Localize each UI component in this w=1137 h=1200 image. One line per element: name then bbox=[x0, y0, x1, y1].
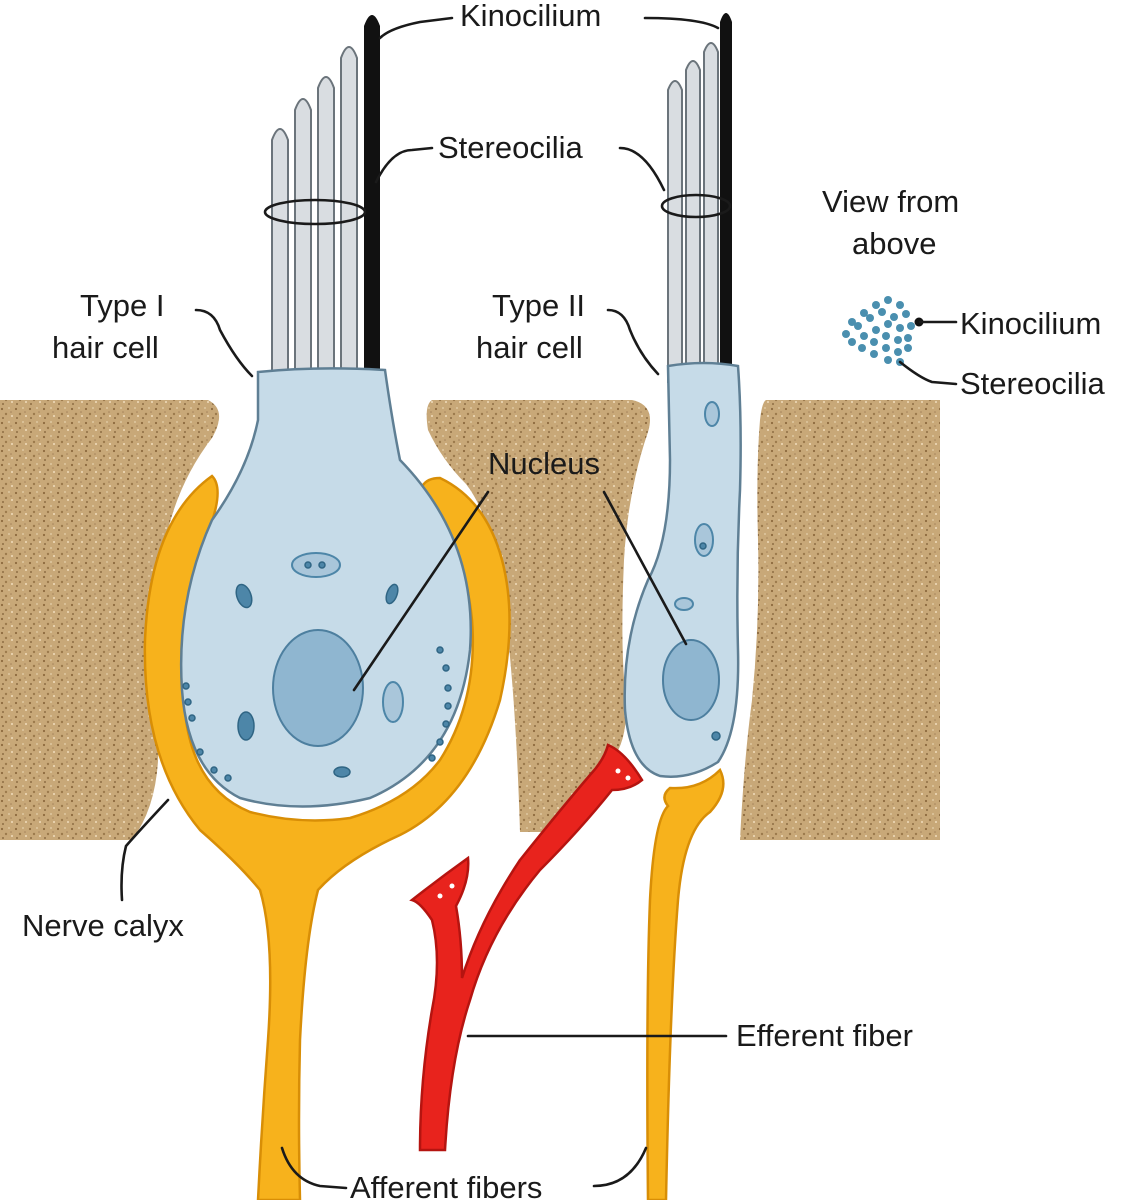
label-view-line1: View from bbox=[822, 184, 959, 219]
label-afferent-fibers: Afferent fibers bbox=[350, 1170, 542, 1200]
label-type2-line2: hair cell bbox=[476, 330, 583, 365]
type2-stereocilium bbox=[703, 42, 719, 383]
labels: Kinocilium Stereocilia Type I hair cell … bbox=[22, 0, 1105, 1200]
label-type1-line2: hair cell bbox=[52, 330, 159, 365]
type2-hair-cell bbox=[623, 361, 742, 778]
label-type2-line1: Type II bbox=[492, 288, 585, 323]
type2-stereocilium bbox=[685, 60, 701, 383]
efferent-fibers bbox=[409, 743, 644, 1152]
type2-stereocilium bbox=[667, 80, 683, 383]
type1-stereocilium bbox=[340, 46, 358, 379]
label-nucleus: Nucleus bbox=[488, 446, 600, 481]
label-view-line2: above bbox=[852, 226, 936, 261]
label-view-stereocilia: Stereocilia bbox=[960, 366, 1105, 401]
type2-hair-bundle bbox=[660, 13, 732, 383]
type1-stereocilium bbox=[271, 128, 289, 379]
label-type1-line1: Type I bbox=[80, 288, 164, 323]
type1-nucleus bbox=[272, 629, 364, 747]
label-kinocilium-top: Kinocilium bbox=[460, 0, 601, 33]
nerve-calyx bbox=[143, 474, 511, 1200]
type2-kinocilium bbox=[720, 13, 732, 382]
leader-lines bbox=[120, 16, 958, 1190]
type1-stereocilium bbox=[317, 76, 335, 379]
type1-link-ring bbox=[263, 198, 367, 226]
type1-kinocilium bbox=[364, 15, 380, 378]
label-stereocilia-top: Stereocilia bbox=[438, 130, 583, 165]
type1-hair-bundle bbox=[263, 15, 380, 379]
type1-stereocilium bbox=[294, 98, 312, 379]
view-from-above-cluster bbox=[842, 296, 924, 366]
label-efferent-fiber: Efferent fiber bbox=[736, 1018, 913, 1053]
label-nerve-calyx: Nerve calyx bbox=[22, 908, 184, 943]
afferent-fiber-right bbox=[646, 767, 725, 1200]
label-view-kinocilium: Kinocilium bbox=[960, 306, 1101, 341]
type2-nucleus bbox=[662, 639, 720, 721]
supporting-tissue bbox=[0, 400, 940, 840]
type1-hair-cell bbox=[179, 367, 472, 808]
type2-link-ring bbox=[660, 193, 732, 219]
type1-organelles bbox=[182, 552, 452, 782]
